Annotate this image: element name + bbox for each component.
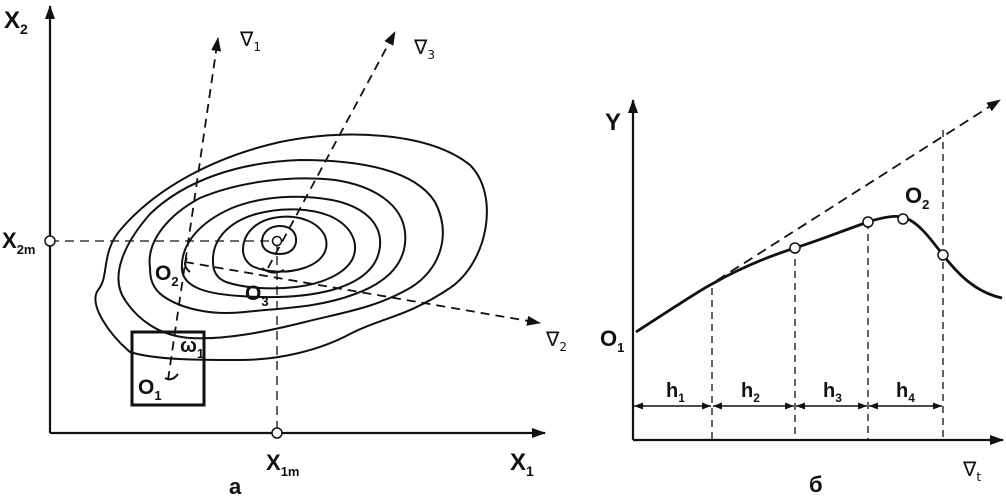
curve-point-h4 [937,249,949,261]
x1m-label: X1m [266,450,299,479]
curve-point-h1 [789,242,801,254]
step-h4-label: h4 [896,380,915,405]
contour-lines [94,133,488,362]
x2-axis-label: X2 [4,7,28,37]
o3-step-arc [261,267,285,274]
point-o1-label: O1 [138,376,162,403]
contour-3 [148,177,407,315]
peak-point-o2-label: O2 [905,183,929,212]
step-h1-label: h1 [666,380,685,405]
o1-step-arc [164,373,179,381]
x1-axis-label: X1 [510,449,534,479]
contour-5 [211,208,357,290]
step-h2-label: h2 [741,380,760,405]
gradient-2-label: ∇2 [545,327,567,354]
contour-6 [241,215,328,273]
caption-a: а [229,474,242,497]
o2-step-arc [184,257,191,273]
x2m-label: X2m [2,228,35,257]
curve-point-peak [897,213,909,225]
gradient-2-arrow [184,261,541,326]
gradient-3-label: ∇3 [413,35,435,62]
caption-b: б [809,472,823,497]
response-curve [635,214,1003,334]
gradient-3-arrow [267,31,396,269]
start-point-o1-label: O1 [600,326,624,355]
curve-point-h2 [862,216,874,228]
step-dividers [711,130,944,440]
omega-label: ω1 [180,335,204,361]
right-panel: Y ∇t O1 O2 h1 h2 h3 h4 б [600,99,1004,497]
contour-1 [94,133,488,362]
left-panel: X2 X1 X2m X1m O1 O2 O3 ω1 ∇1 ∇2 ∇3 а [2,5,567,497]
point-o2-label: O2 [155,262,179,289]
gradient-1-label: ∇1 [239,27,261,54]
omega-region-box [130,330,206,407]
step-h3-label: h3 [823,380,842,405]
point-o3-label: O3 [245,282,269,309]
y-axis-label: Y [605,109,621,136]
x1m-point [271,427,283,439]
contour-7 [260,224,298,256]
optimum-point [271,235,283,247]
t-axis-label: ∇t [962,457,981,484]
contour-2 [117,158,444,340]
contour-4 [180,195,382,299]
gradient-1-arrow [167,37,222,381]
x2m-point [44,235,56,247]
